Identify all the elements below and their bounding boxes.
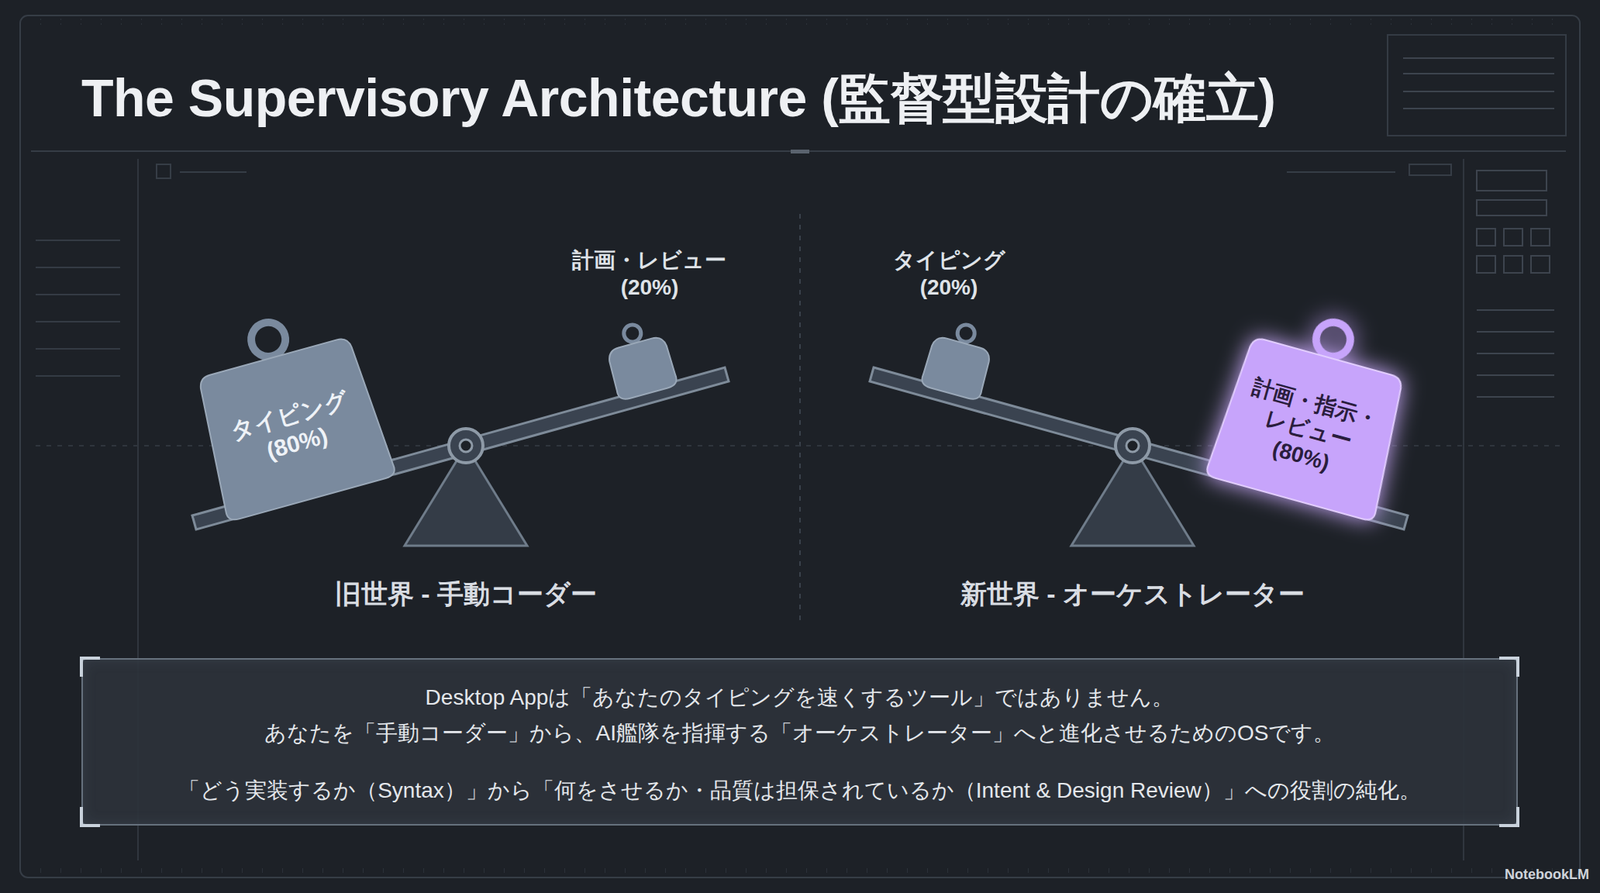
rule-marker — [790, 149, 810, 154]
message-panel: Desktop Appは「あなたのタイピングを速くするツール」ではありません。あ… — [81, 658, 1518, 826]
tick-strip — [31, 866, 1566, 873]
weight-shape — [598, 314, 682, 404]
pivot — [448, 428, 483, 463]
weight-body — [189, 334, 397, 522]
weight-orchestrate-new: 計画・指示・レビュー (80%) — [1202, 297, 1425, 525]
weight-body — [920, 334, 993, 402]
title: The Supervisory Architecture (監督型設計の確立) — [81, 63, 1276, 135]
panel-text: あなたを「手動コーダー」から、AI艦隊を指揮する「オーケストレーター」へと進化さ… — [113, 715, 1486, 752]
weight-heading: 計画・レビュー (20%) — [567, 246, 733, 301]
weight-typing-new: タイピング (20%) — [863, 246, 1035, 396]
corner-bracket — [1499, 806, 1520, 828]
frame — [20, 15, 1580, 878]
hud-left — [35, 240, 121, 376]
weight-body — [1205, 334, 1413, 522]
hud-right — [1387, 34, 1566, 397]
weight-body — [605, 334, 678, 402]
pivot — [1126, 439, 1139, 452]
weight-label: タイピング (80%) — [224, 383, 363, 474]
weight-label: 計画・指示・レビュー (80%) — [1231, 371, 1386, 487]
weight-heading: タイピング (20%) — [884, 246, 1013, 301]
weight-shape — [917, 314, 1001, 404]
weight-review-old: 計画・レビュー (20%) — [564, 246, 735, 396]
tick-strip — [31, 18, 1566, 25]
divider — [799, 213, 801, 623]
corner-bracket — [79, 806, 100, 828]
section-label: 旧世界 - 手動コーダー — [334, 576, 597, 613]
section-label: 新世界 - オーケストレーター — [960, 576, 1305, 613]
pivot — [459, 439, 473, 452]
corner-bracket — [79, 656, 100, 677]
panel-text: 「どう実装するか（Syntax）」から「何をさせるか・品質は担保されているか（I… — [113, 772, 1486, 809]
weight-typing-old: タイピング (80%) — [177, 297, 400, 525]
panel-text: Desktop Appは「あなたのタイピングを速くするツール」ではありません。 — [113, 679, 1486, 716]
pivot — [1115, 428, 1150, 463]
watermark: NotebookLM — [1504, 866, 1590, 883]
hud-top — [156, 164, 1452, 179]
corner-bracket — [1499, 656, 1520, 677]
